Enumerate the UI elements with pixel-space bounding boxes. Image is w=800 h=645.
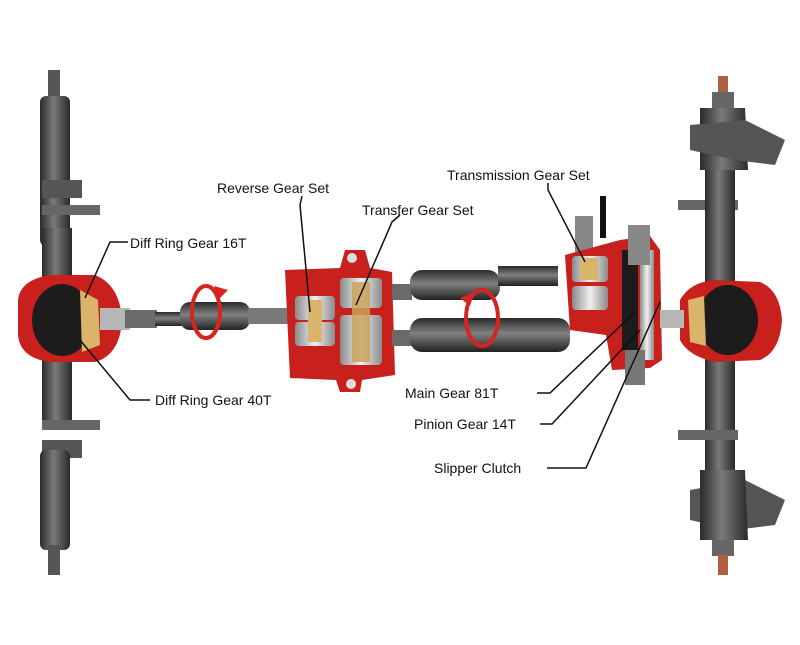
leader-main-gear-81t xyxy=(537,311,636,394)
leader-reverse-gear-set xyxy=(299,195,311,313)
leader-pinion-gear-14t xyxy=(540,329,641,425)
right-diff-housing xyxy=(660,280,782,362)
leader-lines xyxy=(79,183,661,469)
left-axle xyxy=(40,70,100,575)
label-pinion-gear-14t: Pinion Gear 14T xyxy=(414,416,516,432)
label-diff-ring-gear-16t: Diff Ring Gear 16T xyxy=(130,235,247,251)
transmission xyxy=(565,196,662,385)
leader-diff-ring-gear-40t xyxy=(79,339,150,401)
leader-diff-ring-gear-16t xyxy=(84,241,128,299)
right-axle xyxy=(678,76,785,575)
label-transmission-gear-set: Transmission Gear Set xyxy=(447,167,590,183)
label-reverse-gear-set: Reverse Gear Set xyxy=(217,180,330,196)
leader-transmission-gear-set xyxy=(547,183,586,263)
leader-transfer-gear-set xyxy=(355,214,401,306)
front-driveshaft xyxy=(125,302,288,330)
leader-slipper-clutch xyxy=(547,301,661,469)
label-slipper-clutch: Slipper Clutch xyxy=(434,460,522,476)
lower-driveshaft xyxy=(392,318,570,352)
transfer-case xyxy=(285,250,395,392)
rotation-arrow-left xyxy=(190,284,228,340)
left-diff-housing xyxy=(18,275,130,362)
rotation-arrow-right xyxy=(460,288,500,348)
label-transfer-gear-set: Transfer Gear Set xyxy=(362,202,474,218)
label-main-gear-81t: Main Gear 81T xyxy=(405,385,499,401)
label-diff-ring-gear-40t: Diff Ring Gear 40T xyxy=(155,392,272,408)
